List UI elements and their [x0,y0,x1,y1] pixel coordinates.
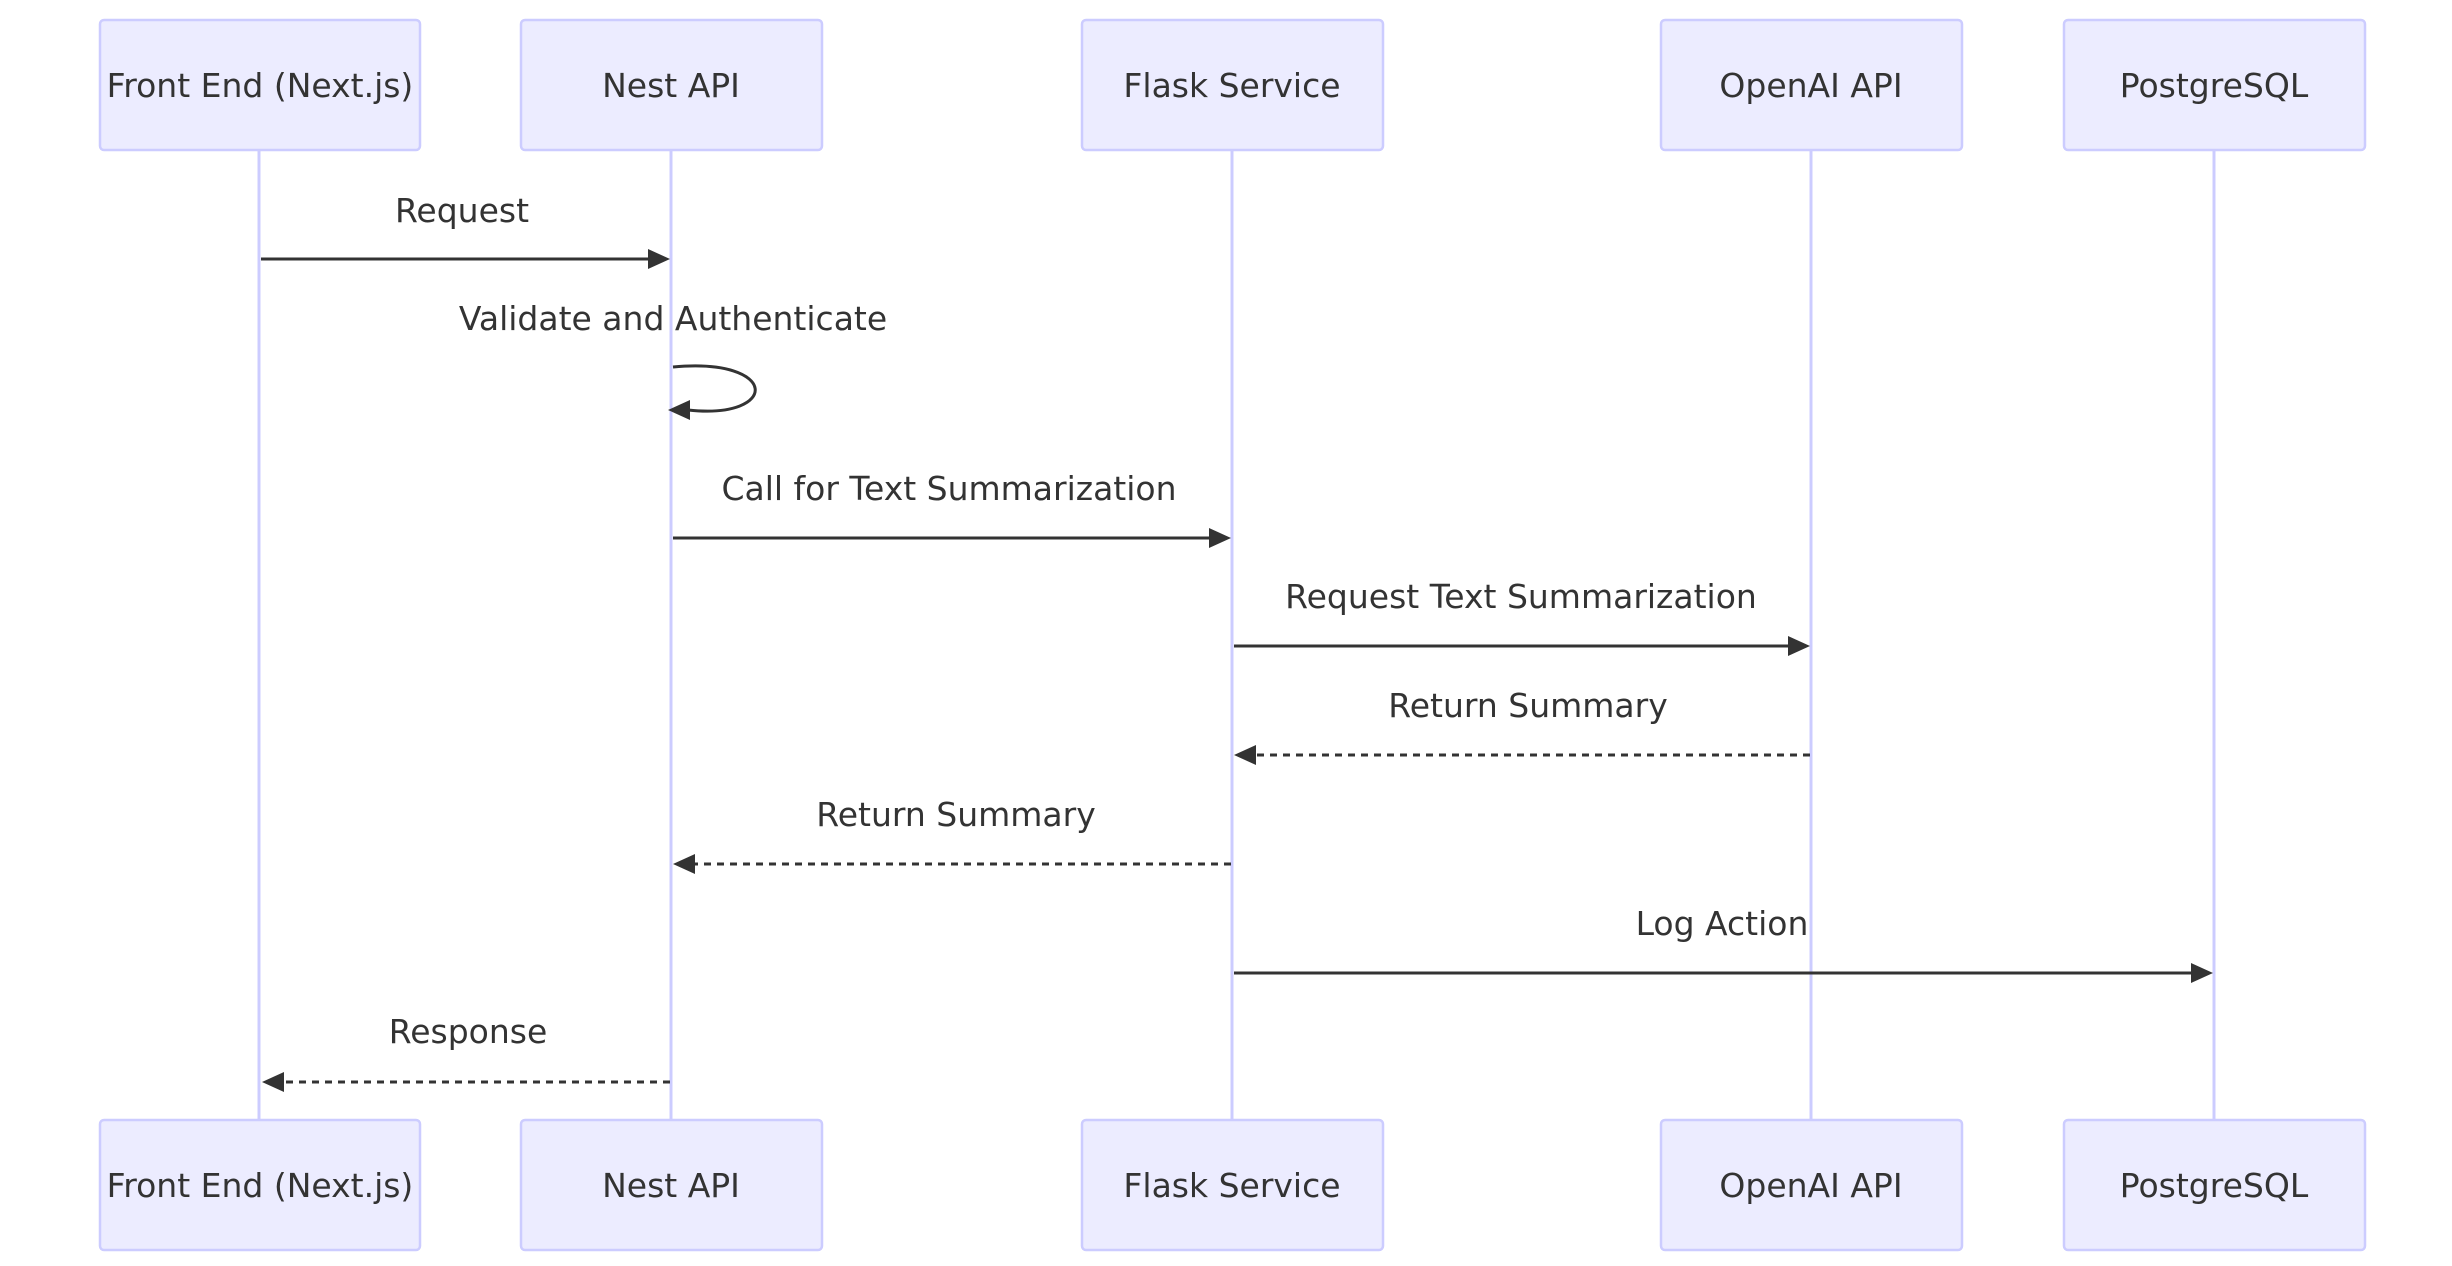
message-log-action[interactable]: Log Action [1234,904,2213,983]
message-request-label: Request [395,191,529,230]
actor-openai-bottom[interactable]: OpenAI API [1659,1118,1964,1252]
actor-postgres-top[interactable]: PostgreSQL [2062,18,2367,152]
actor-postgres-bottom-label: PostgreSQL [2120,1166,2309,1205]
message-request-arrowhead [648,249,670,269]
actor-openai-top-label: OpenAI API [1719,66,1902,105]
message-call-summarization[interactable]: Call for Text Summarization [673,469,1231,548]
actor-frontend-top[interactable]: Front End (Next.js) [98,18,422,152]
actor-frontend-top-label: Front End (Next.js) [107,66,414,105]
actor-openai-bottom-label: OpenAI API [1719,1166,1902,1205]
message-validate-authenticate-loop [672,364,757,413]
messages: Request Validate and Authenticate Call f… [261,191,2213,1092]
message-return-summary-flask-label: Return Summary [816,795,1095,834]
message-call-summarization-label: Call for Text Summarization [721,469,1176,508]
actors-top: Front End (Next.js) Nest API Flask Servi… [98,18,2367,152]
actor-postgres-top-label: PostgreSQL [2120,66,2309,105]
lifelines [257,150,2216,1120]
message-call-summarization-arrowhead [1209,528,1231,548]
actor-flask-bottom-label: Flask Service [1123,1166,1340,1205]
message-validate-authenticate-arrowhead [668,400,690,420]
message-request-summarization[interactable]: Request Text Summarization [1234,577,1810,656]
actor-nest-bottom-label: Nest API [602,1166,740,1205]
actor-openai-top[interactable]: OpenAI API [1659,18,1964,152]
actor-frontend-bottom-label: Front End (Next.js) [107,1166,414,1205]
message-request-summarization-label: Request Text Summarization [1285,577,1757,616]
message-response[interactable]: Response [262,1012,670,1092]
message-return-summary-flask-arrowhead [673,854,695,874]
message-return-summary-openai-arrowhead [1234,745,1256,765]
message-log-action-label: Log Action [1636,904,1809,943]
message-request[interactable]: Request [261,191,670,269]
actor-nest-bottom[interactable]: Nest API [519,1118,824,1252]
message-request-summarization-arrowhead [1788,636,1810,656]
actor-flask-bottom[interactable]: Flask Service [1080,1118,1385,1252]
actor-nest-top[interactable]: Nest API [519,18,824,152]
actor-flask-top-label: Flask Service [1123,66,1340,105]
actor-postgres-bottom[interactable]: PostgreSQL [2062,1118,2367,1252]
actor-flask-top[interactable]: Flask Service [1080,18,1385,152]
message-response-label: Response [389,1012,548,1051]
message-validate-authenticate[interactable]: Validate and Authenticate [459,299,887,420]
message-validate-authenticate-label: Validate and Authenticate [459,299,887,338]
message-response-arrowhead [262,1072,284,1092]
actor-frontend-bottom[interactable]: Front End (Next.js) [98,1118,422,1252]
actor-nest-top-label: Nest API [602,66,740,105]
message-log-action-arrowhead [2191,963,2213,983]
actors-bottom: Front End (Next.js) Nest API Flask Servi… [98,1118,2367,1252]
message-return-summary-openai-label: Return Summary [1388,686,1667,725]
message-return-summary-openai[interactable]: Return Summary [1234,686,1810,765]
message-return-summary-flask[interactable]: Return Summary [673,795,1231,874]
